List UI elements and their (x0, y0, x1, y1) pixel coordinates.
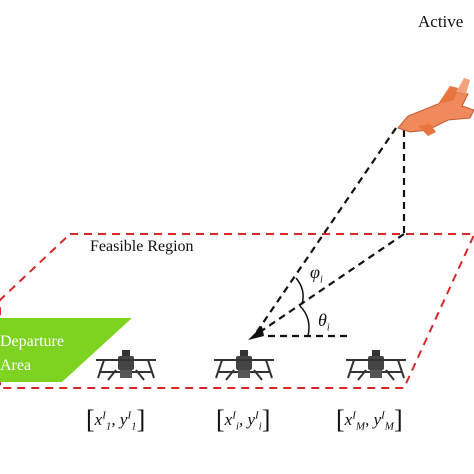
departure-area-shape (0, 318, 132, 382)
departure-area-label: Departure Area (0, 330, 64, 378)
line-of-sight (253, 127, 397, 337)
coordinate-label-m: [xIM, yIM] (336, 405, 403, 434)
active-label: Active (418, 12, 464, 31)
coordinate-label-i: [xIi, yIi] (216, 405, 271, 434)
ground-projection-line (253, 233, 405, 337)
theta-angle-label: θi (318, 310, 330, 334)
phi-angle-label: φi (310, 262, 323, 286)
feasible-region-label: Feasible Region (90, 238, 194, 255)
arrow-head (248, 326, 264, 340)
theta-symbol: θ (318, 310, 327, 330)
coordinate-label-1: [xI1, yI1] (86, 405, 146, 434)
phi-arc (295, 277, 304, 305)
drone-icon (214, 350, 274, 381)
aircraft-icon (397, 78, 474, 136)
phi-subscript: i (319, 274, 323, 286)
departure-label-line1: Departure (0, 333, 64, 350)
theta-subscript: i (326, 322, 330, 334)
drone-icon (96, 350, 156, 381)
departure-label-line2: Area (0, 357, 32, 374)
phi-symbol: φ (310, 262, 320, 282)
drone-icon (346, 350, 406, 381)
theta-arc (299, 305, 310, 337)
